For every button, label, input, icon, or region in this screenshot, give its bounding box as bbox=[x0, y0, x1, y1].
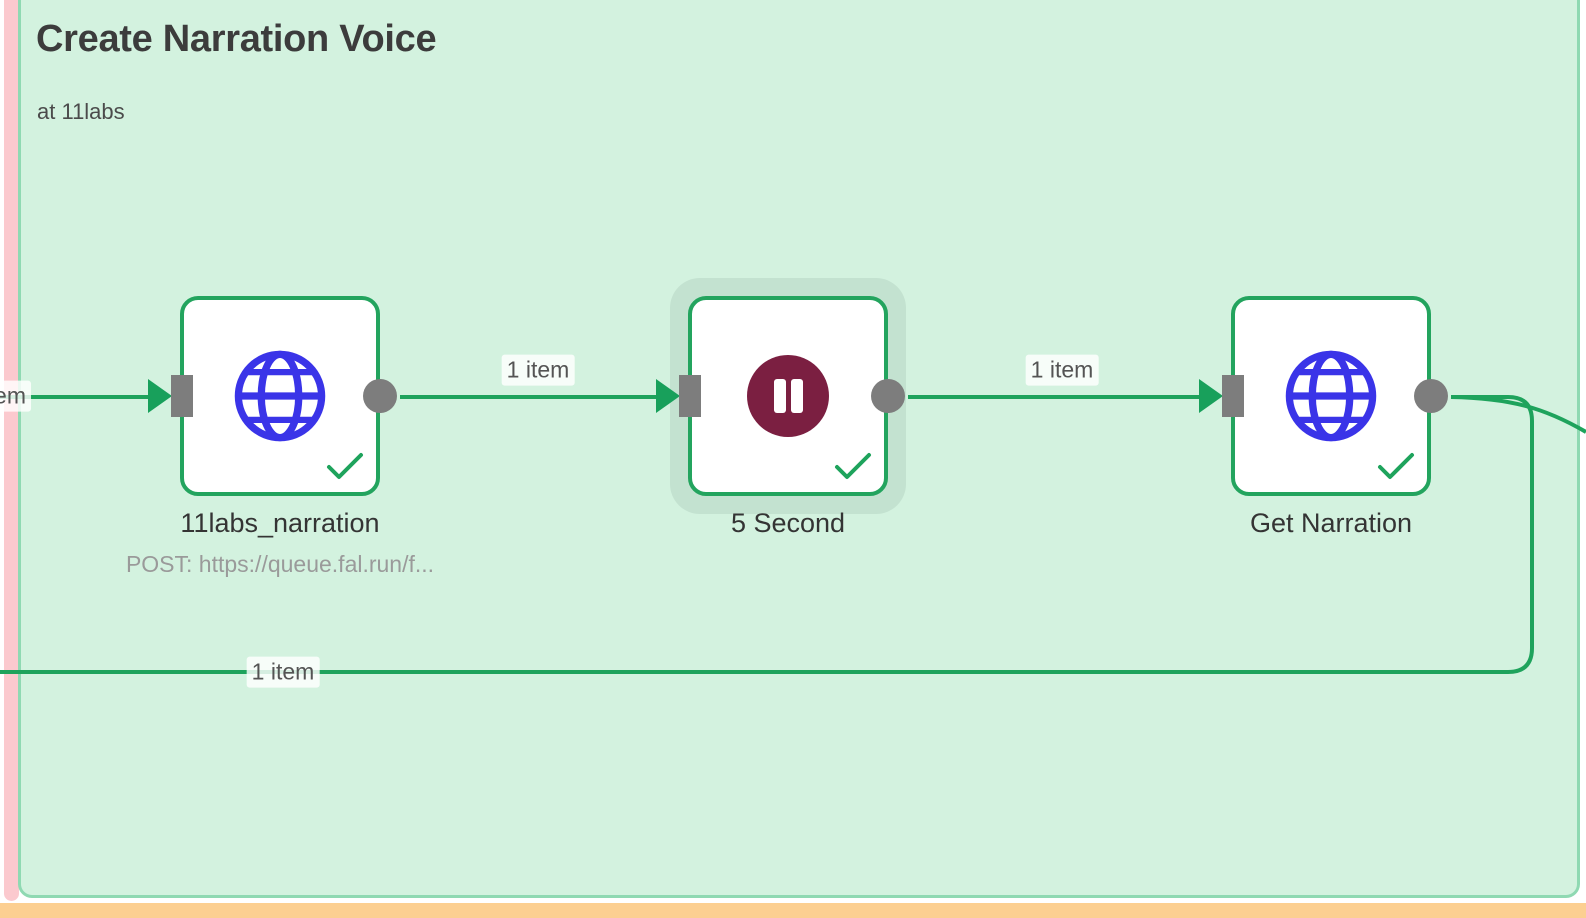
edge-label-2-to-3[interactable]: 1 item bbox=[1025, 354, 1099, 386]
globe-icon bbox=[234, 350, 326, 442]
node-output-handle[interactable] bbox=[363, 379, 397, 413]
node-5-second[interactable]: 5 Second bbox=[656, 278, 906, 538]
node-input-arrow-icon bbox=[656, 379, 680, 413]
edge-label-loopback[interactable]: 1 item bbox=[246, 656, 320, 688]
node-input-handle[interactable] bbox=[1222, 375, 1244, 417]
check-icon bbox=[835, 453, 871, 479]
node-11labs-narration[interactable]: 11labs_narration POST: https://queue.fal… bbox=[126, 296, 434, 577]
node-get-narration[interactable]: Get Narration bbox=[1199, 296, 1448, 538]
node-input-arrow-icon bbox=[1199, 379, 1223, 413]
neighbor-group-strip-bottom[interactable] bbox=[0, 903, 1586, 918]
edge-label-incoming[interactable]: em bbox=[0, 380, 31, 412]
edge-label-1-to-2[interactable]: 1 item bbox=[501, 354, 575, 386]
check-icon bbox=[1378, 453, 1414, 479]
node-label: Get Narration bbox=[1249, 508, 1413, 538]
globe-icon bbox=[1285, 350, 1377, 442]
group-subtitle: at 11labs bbox=[37, 99, 125, 124]
node-input-arrow-icon bbox=[148, 379, 172, 413]
pause-icon bbox=[747, 355, 829, 437]
node-output-handle[interactable] bbox=[871, 379, 905, 413]
node-label: 11labs_narration bbox=[180, 508, 380, 538]
check-icon bbox=[327, 453, 363, 479]
node-sublabel: POST: https://queue.fal.run/f... bbox=[125, 551, 435, 577]
node-label: 5 Second bbox=[730, 508, 846, 538]
node-output-handle[interactable] bbox=[1414, 379, 1448, 413]
node-input-handle[interactable] bbox=[171, 375, 193, 417]
group-title: Create Narration Voice bbox=[36, 18, 437, 60]
node-input-handle[interactable] bbox=[679, 375, 701, 417]
neighbor-group-strip-left[interactable] bbox=[4, 0, 19, 901]
